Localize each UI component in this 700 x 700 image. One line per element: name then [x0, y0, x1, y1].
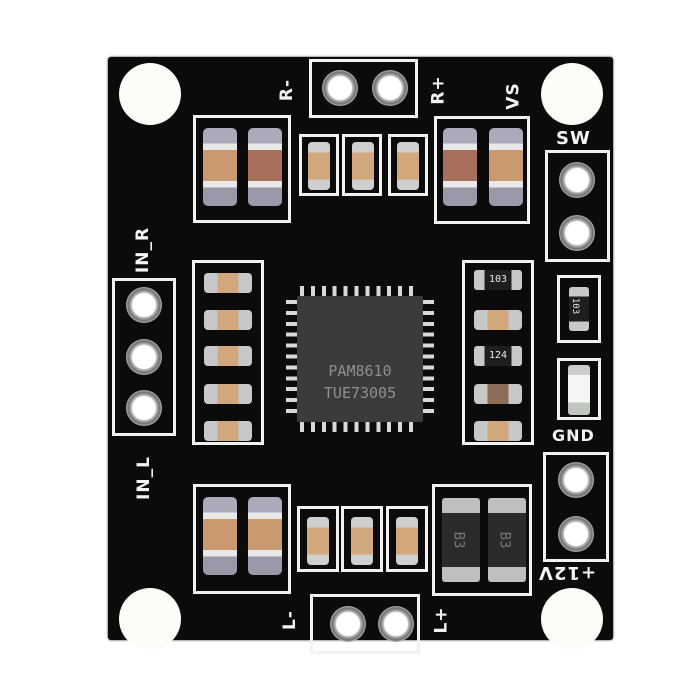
capacitor: [204, 273, 252, 293]
capacitor: [352, 142, 374, 190]
resistor-103-vertical-label: 103: [570, 297, 581, 315]
top-cap-outline: [342, 134, 382, 196]
l-plus-pin: [378, 606, 414, 642]
top-cap-outline: [299, 134, 339, 196]
l-minus-label: L-: [279, 610, 300, 630]
top-cap-outline: [388, 134, 428, 196]
led-outline: [557, 358, 601, 420]
capacitor: [443, 128, 477, 206]
ic-pins-top: [300, 286, 420, 298]
diode-outline: [432, 484, 532, 596]
schottky-diode: [488, 498, 526, 582]
ic-pins-bottom: [300, 420, 420, 432]
r-output-header: [309, 59, 418, 118]
resistor-124: 124: [474, 346, 522, 366]
sw-pin-2: [559, 215, 595, 251]
r-plus-pin: [372, 70, 408, 106]
capacitor: [474, 310, 522, 330]
capacitor: [204, 346, 252, 366]
capacitor: [474, 421, 522, 441]
in-r-label: IN_R: [133, 226, 154, 274]
plus-12v-label: +12V: [538, 562, 597, 583]
capacitor: [203, 128, 237, 206]
in-r-pin: [126, 287, 162, 323]
ic-pins-right: [422, 300, 434, 420]
mounting-hole-top-left: [119, 63, 181, 125]
top-right-cap-outline: [434, 116, 530, 224]
amplifier-ic: PAM8610 TUE73005: [297, 296, 423, 422]
capacitor: [204, 384, 252, 404]
ic-pins-left: [286, 300, 298, 420]
capacitor: [474, 384, 522, 404]
mounting-hole-bottom-left: [119, 588, 181, 650]
r-minus-label: R-: [277, 78, 298, 102]
sw-pin-1: [559, 162, 595, 198]
capacitor: [397, 142, 419, 190]
l-output-header: [310, 594, 420, 654]
capacitor: [204, 310, 252, 330]
capacitor: [307, 517, 329, 565]
resistor-outline: [557, 275, 601, 343]
in-l-pin: [126, 390, 162, 426]
bottom-cap-outline: [341, 506, 383, 572]
bottom-cap-outline: [386, 506, 428, 572]
r-minus-pin: [322, 70, 358, 106]
vs-label: VS: [503, 82, 524, 110]
top-left-cap-outline: [193, 115, 291, 223]
ic-part-number: PAM8610: [328, 362, 392, 380]
sw-header: [545, 150, 610, 262]
diode-label: B3: [496, 531, 513, 549]
r-plus-label: R+: [428, 75, 449, 105]
bottom-left-cap-outline: [193, 484, 291, 594]
bottom-cap-outline: [297, 506, 339, 572]
capacitor: [248, 128, 282, 206]
capacitor: [489, 128, 523, 206]
ic-batch-code: TUE73005: [323, 384, 397, 402]
mounting-hole-bottom-right: [541, 588, 603, 650]
power-header: [543, 452, 609, 562]
gnd-pin: [558, 462, 594, 498]
capacitor: [351, 517, 373, 565]
diode-label: B3: [450, 531, 467, 549]
resistor-103-vertical: [569, 287, 589, 331]
input-header: [112, 278, 176, 436]
power-led: [568, 365, 590, 415]
resistor-103: 103: [474, 270, 522, 290]
capacitor: [248, 497, 282, 575]
l-minus-pin: [330, 606, 366, 642]
schottky-diode: [442, 498, 480, 582]
capacitor: [308, 142, 330, 190]
left-cap-column-outline: [192, 260, 264, 445]
gnd-label: GND: [552, 426, 595, 445]
sw-label: SW: [556, 128, 591, 149]
l-plus-label: L+: [431, 606, 452, 634]
in-gnd-pin: [126, 339, 162, 375]
capacitor: [396, 517, 418, 565]
plus-12v-pin: [558, 516, 594, 552]
right-component-column-outline: [462, 260, 534, 445]
in-l-label: IN_L: [133, 456, 154, 500]
capacitor: [203, 497, 237, 575]
mounting-hole-top-right: [541, 63, 603, 125]
capacitor: [204, 421, 252, 441]
